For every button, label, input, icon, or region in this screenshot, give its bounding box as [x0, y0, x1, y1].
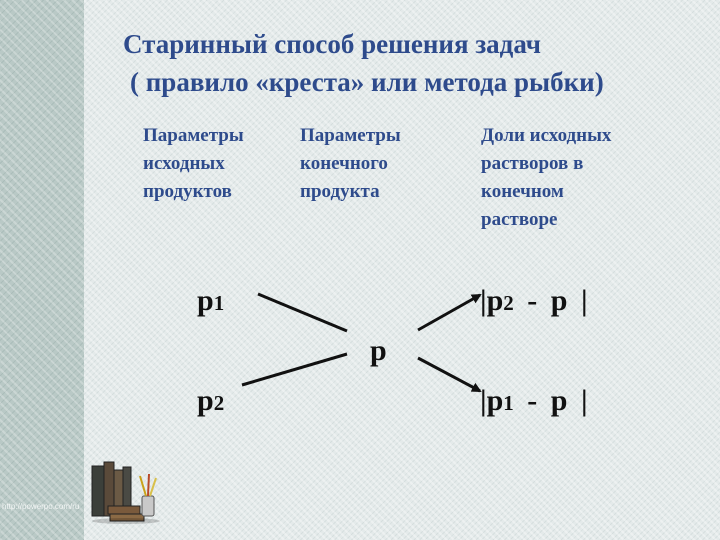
expr-bot-open: |p	[480, 384, 504, 417]
var-p1-index: 1	[213, 291, 225, 315]
expr-top-rest: - p |	[513, 284, 588, 317]
column-header-fractions: Доли исходных растворов в конечном раств…	[481, 125, 612, 230]
column-header-source-parameters: Параметры исходных продуктов	[143, 125, 244, 202]
variable-p1: p1	[197, 284, 224, 318]
watermark-text: http://powerpo.com/ru	[2, 502, 80, 511]
decorative-left-stripe	[0, 0, 84, 540]
arrow-to-bottom-result	[417, 356, 482, 393]
variable-p-center: p	[370, 334, 387, 367]
expression-bottom: |p1 - p |	[480, 384, 588, 418]
books-clipart-icon	[91, 461, 160, 524]
var-p2-index: 2	[213, 391, 225, 415]
var-p1-letter: p	[197, 284, 214, 317]
expr-bot-rest: - p |	[513, 384, 588, 417]
column-header-final-parameters: Параметры конечного продукта	[300, 125, 401, 202]
expr-top-index: 2	[503, 291, 514, 315]
slide-title-line-1: Старинный способ решения задач	[123, 29, 541, 59]
line-p2-to-p	[241, 352, 348, 387]
line-p1-to-p	[257, 292, 348, 333]
arrow-to-top-result	[417, 293, 482, 332]
expr-bot-index: 1	[503, 391, 514, 415]
variable-p2: p2	[197, 384, 224, 418]
expression-top: |p2 - p |	[480, 284, 588, 318]
expr-top-open: |p	[480, 284, 504, 317]
var-p2-letter: p	[197, 384, 214, 417]
slide-title-line-2: ( правило «креста» или метода рыбки)	[130, 67, 604, 97]
